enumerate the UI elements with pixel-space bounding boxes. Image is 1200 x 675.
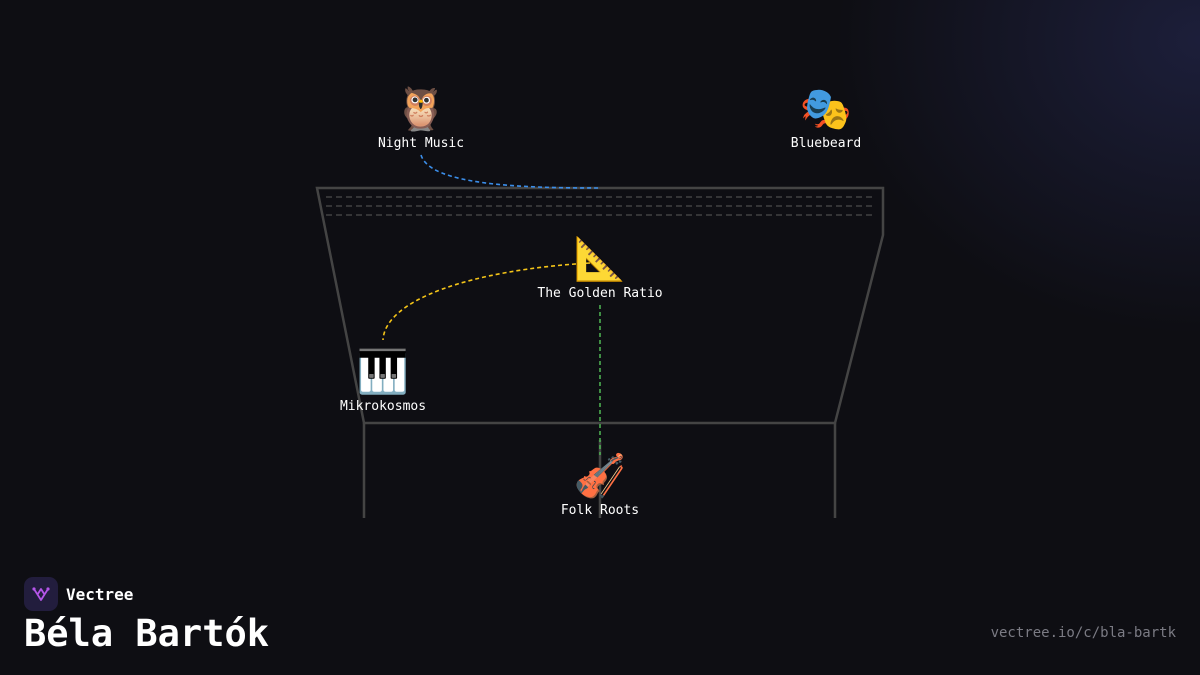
node-label: The Golden Ratio [537, 286, 663, 301]
theater-masks-icon: 🎭 [799, 84, 853, 133]
connection-night-music-golden-ratio [420, 154, 601, 189]
node-golden-ratio[interactable]: 📐 The Golden Ratio [510, 234, 690, 302]
piano-outline [315, 186, 885, 425]
brand-name: Vectree [66, 584, 134, 604]
owl-icon: 🦉 [394, 84, 448, 133]
vectree-logo-mark [32, 587, 50, 601]
vectree-logo-icon [24, 577, 58, 611]
node-folk-roots[interactable]: 🎻 Folk Roots [510, 451, 690, 519]
triangular-ruler-icon: 📐 [573, 234, 627, 283]
violin-icon: 🎻 [573, 451, 627, 500]
node-night-music[interactable]: 🦉 Night Music [331, 84, 511, 152]
page-title: Béla Bartók [24, 612, 270, 655]
connection-golden-ratio-mikrokosmos [382, 262, 591, 341]
node-label: Folk Roots [560, 503, 640, 518]
brand[interactable]: Vectree [24, 577, 133, 611]
node-bluebeard[interactable]: 🎭 Bluebeard [736, 84, 916, 152]
piano-keyboard-icon: 🎹 [356, 347, 410, 396]
node-mikrokosmos[interactable]: 🎹 Mikrokosmos [293, 347, 473, 415]
node-label: Night Music [377, 136, 465, 151]
page-url[interactable]: vectree.io/c/bla-bartk [990, 625, 1176, 641]
node-label: Bluebeard [790, 136, 862, 151]
node-label: Mikrokosmos [339, 399, 427, 414]
